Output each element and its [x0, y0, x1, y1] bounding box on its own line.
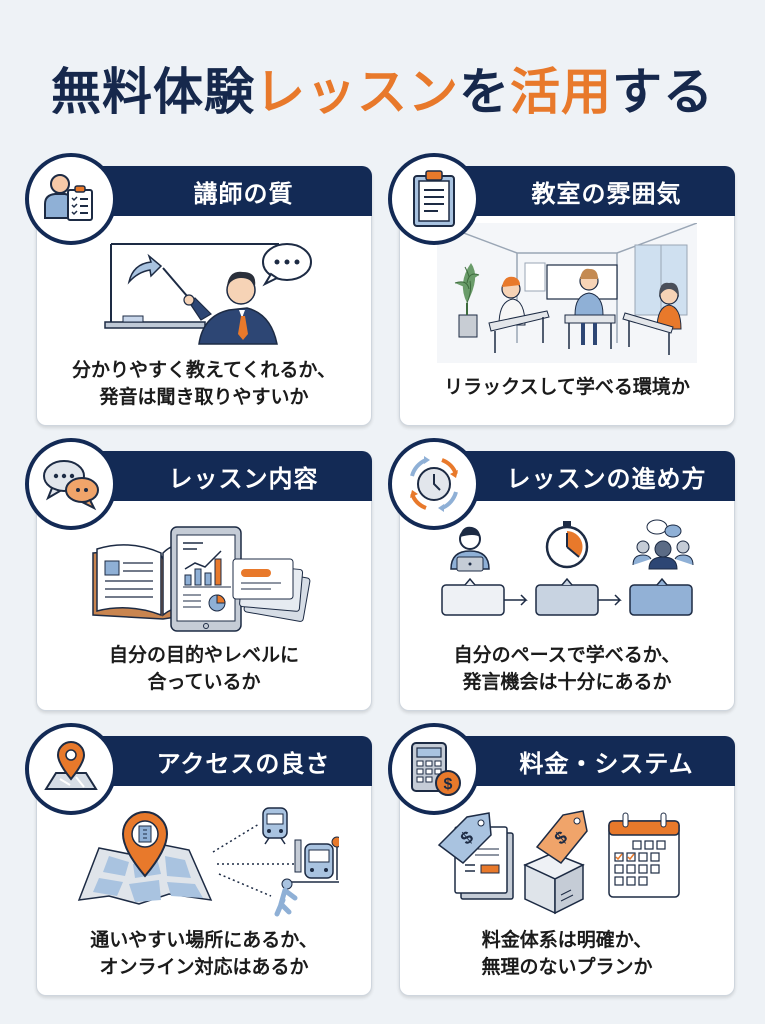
book-tablet-cards-illustration: [57, 514, 351, 644]
clock-cycle-icon: [388, 438, 480, 530]
card-description: 分かりやすく教えてくれるか、 発音は聞き取りやすいか: [71, 359, 337, 408]
card-heading: レッスンの進め方: [450, 451, 735, 501]
calculator-dollar-icon: $: [388, 723, 480, 815]
card-lesson-content: レッスン内容 自分の目的やレベル: [25, 438, 372, 711]
page-title: 無料体験レッスンを活用する: [51, 63, 714, 121]
card-heading: レッスン内容: [87, 451, 372, 501]
card-heading: 料金・システム: [450, 736, 735, 786]
card-heading: 教室の雰囲気: [450, 166, 735, 216]
card-description: 料金体系は明確か、 無理のないプランか: [481, 929, 653, 978]
card-classroom-atmosphere: 教室の雰囲気: [388, 153, 735, 426]
card-lesson-progress: レッスンの進め方: [388, 438, 735, 711]
progress-flow-illustration: [420, 514, 714, 644]
map-pin-icon: [25, 723, 117, 815]
classroom-illustration: [420, 219, 714, 367]
price-tags-calendar-illustration: $ $: [420, 799, 714, 929]
card-heading: 講師の質: [87, 166, 372, 216]
card-description: 通いやすい場所にあるか、 オンライン対応はあるか: [90, 929, 318, 978]
teacher-whiteboard-illustration: [57, 229, 351, 359]
card-description: 自分の目的やレベルに 合っているか: [108, 644, 299, 693]
teacher-checklist-icon: [25, 153, 117, 245]
clipboard-icon: [388, 153, 480, 245]
card-access: アクセスの良さ 通いやすい場所に: [25, 723, 372, 996]
chat-bubbles-icon: [25, 438, 117, 530]
card-heading: アクセスの良さ: [87, 736, 372, 786]
card-pricing-system: $ 料金・システム $ $: [388, 723, 735, 996]
map-transport-illustration: [57, 799, 351, 929]
card-teacher-quality: 講師の質 分かりやすく教えてくれるか、 発音は聞き取りやすいか: [25, 153, 372, 426]
card-description: 自分のペースで学べるか、 発言機会は十分にあるか: [453, 644, 681, 693]
card-description: リラックスして学べる環境か: [444, 376, 690, 398]
svg-text:$: $: [444, 776, 453, 793]
